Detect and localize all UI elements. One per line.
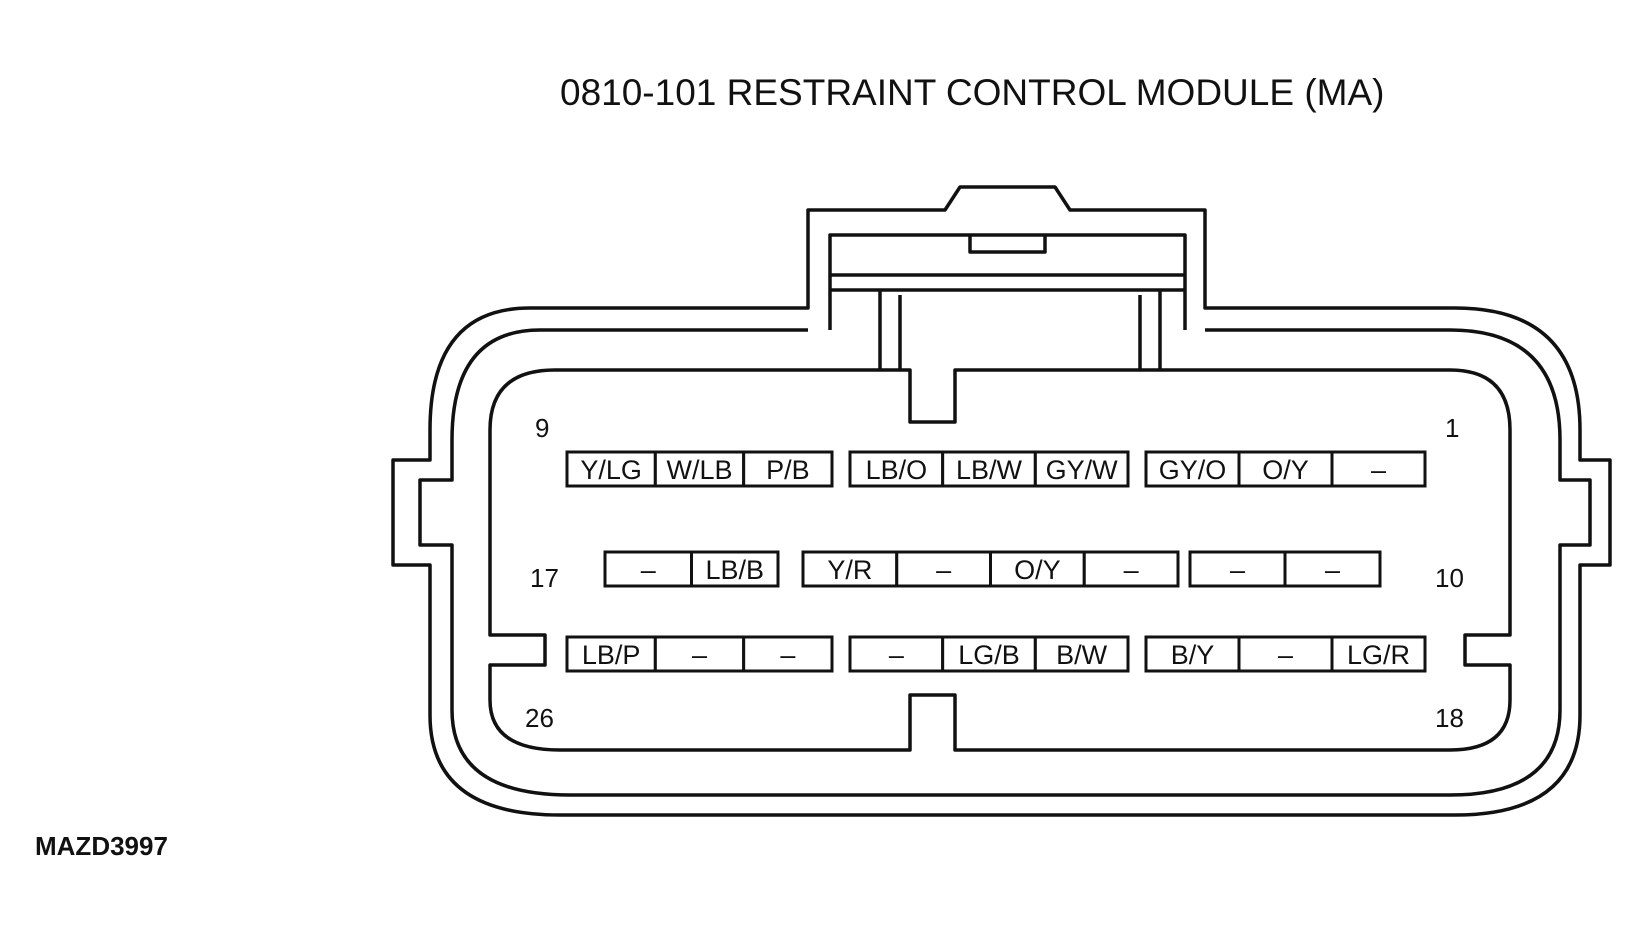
pin-label-9: 9 xyxy=(535,413,549,443)
housing-outer-outline xyxy=(391,185,1612,817)
terminal-wire-color: W/LB xyxy=(666,455,732,485)
terminal-cell xyxy=(1033,450,1130,488)
terminal-wire-color: – xyxy=(780,640,795,670)
terminal-cell xyxy=(742,450,834,488)
terminal-cell xyxy=(848,450,945,488)
pin-label-18: 18 xyxy=(1435,703,1464,733)
terminal-cell xyxy=(1330,450,1427,488)
terminal-wire-color: – xyxy=(1325,555,1340,585)
terminal-cell xyxy=(848,635,945,673)
terminal-cell xyxy=(1188,550,1287,588)
terminal-wire-color: Y/R xyxy=(827,555,872,585)
reference-code: MAZD3997 xyxy=(35,831,168,861)
connector-housing xyxy=(391,185,1612,817)
terminal-cell xyxy=(565,450,657,488)
terminal-cell xyxy=(1330,635,1427,673)
terminal-wire-color: LB/O xyxy=(866,455,928,485)
terminal-cell xyxy=(1082,550,1180,588)
pin-label-26: 26 xyxy=(525,703,554,733)
terminal-wire-color: P/B xyxy=(766,455,810,485)
pin-label-1: 1 xyxy=(1445,413,1459,443)
terminal-cells: Y/LG W/LB P/B LB/O LB/W GY/W GY/O O/Y – – LB/B Y/R –… xyxy=(565,450,1427,673)
terminal-wire-color: Y/LG xyxy=(580,455,642,485)
terminal-wire-color: O/Y xyxy=(1262,455,1309,485)
connector-cavity xyxy=(488,368,1512,752)
terminal-cell xyxy=(989,550,1086,588)
terminal-cell xyxy=(941,635,1037,673)
terminal-cell xyxy=(565,635,657,673)
terminal-wire-color: GY/O xyxy=(1159,455,1227,485)
terminal-cell xyxy=(1237,635,1334,673)
pin-label-10: 10 xyxy=(1435,563,1464,593)
terminal-cell xyxy=(690,550,780,588)
terminal-cell xyxy=(941,450,1037,488)
terminal-wire-color: LB/P xyxy=(582,640,641,670)
terminal-cell xyxy=(1033,635,1130,673)
terminal-wire-color: B/Y xyxy=(1171,640,1215,670)
terminal-wire-color: GY/W xyxy=(1046,455,1119,485)
terminal-wire-color: LB/B xyxy=(705,555,764,585)
terminal-cell xyxy=(1237,450,1334,488)
terminal-wire-color: – xyxy=(936,555,951,585)
terminal-wire-color: – xyxy=(889,640,904,670)
housing-inner-outline xyxy=(418,328,1592,797)
terminal-cell xyxy=(742,635,834,673)
terminal-cell xyxy=(603,550,693,588)
terminal-wire-color: – xyxy=(1278,640,1293,670)
terminal-wire-color: – xyxy=(641,555,656,585)
latch-outline xyxy=(828,233,1187,370)
terminal-wire-color: B/W xyxy=(1056,640,1108,670)
terminal-wire-color: – xyxy=(1371,455,1386,485)
terminal-wire-color: O/Y xyxy=(1014,555,1061,585)
terminal-cell xyxy=(653,635,746,673)
terminal-cell xyxy=(801,550,899,588)
terminal-wire-color: LG/R xyxy=(1347,640,1410,670)
pin-label-17: 17 xyxy=(530,563,559,593)
terminal-wire-color: – xyxy=(692,640,707,670)
terminal-cell xyxy=(1283,550,1382,588)
terminal-wire-color: LG/B xyxy=(958,640,1020,670)
terminal-cell xyxy=(653,450,746,488)
diagram-title: 0810-101 RESTRAINT CONTROL MODULE (MA) xyxy=(560,72,1384,113)
terminal-wire-color: – xyxy=(1124,555,1139,585)
terminal-wire-color: LB/W xyxy=(956,455,1023,485)
terminal-wire-color: – xyxy=(1230,555,1245,585)
terminal-cell xyxy=(895,550,992,588)
